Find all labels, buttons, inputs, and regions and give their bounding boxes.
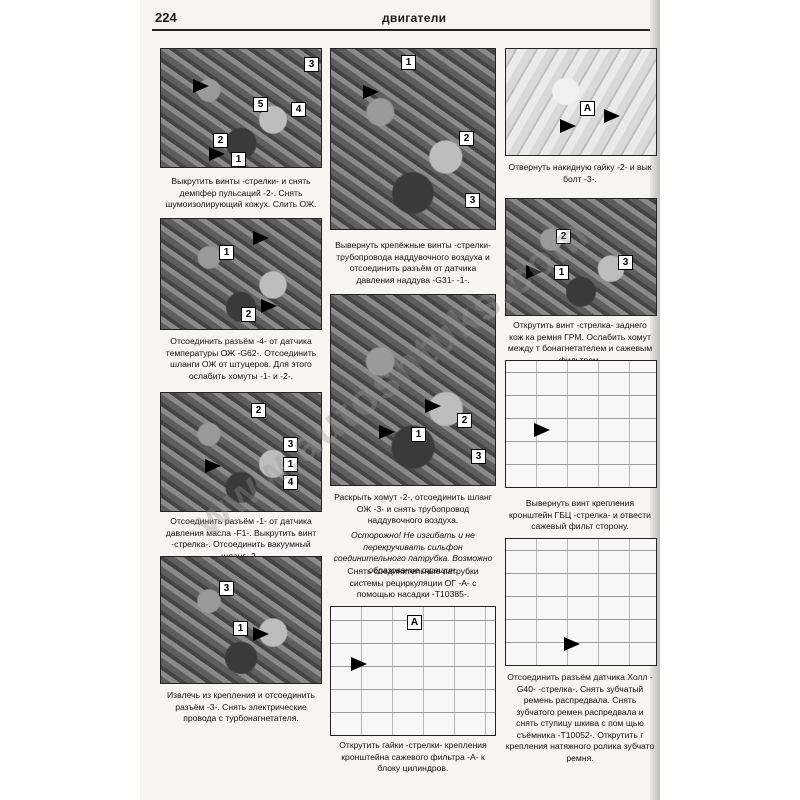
callout: 3 xyxy=(471,449,486,464)
photo-union-nut: A xyxy=(505,48,657,156)
caption: Открутить винт -стрелка- заднего кож ка … xyxy=(507,320,653,365)
caption: Отсоединить разъём -1- от датчика давлен… xyxy=(165,516,317,561)
photo-turbo-connector: 3 1 xyxy=(160,556,322,684)
caption: Отсоединить разъём -4- от датчика темпер… xyxy=(165,336,317,381)
arrow-icon xyxy=(253,627,269,641)
callout: 2 xyxy=(556,229,571,244)
callout: 3 xyxy=(283,437,298,452)
arrow-icon xyxy=(534,423,550,437)
caption: Извлечь из крепления и отсоединить разъё… xyxy=(167,690,315,723)
arrow-icon xyxy=(193,79,209,93)
callout: 4 xyxy=(291,102,306,117)
page-number: 224 xyxy=(155,10,177,25)
arrow-icon xyxy=(205,459,221,473)
header-rule xyxy=(152,29,650,31)
caution-note: Осторожно! Не изгибать и не перекручиват… xyxy=(333,530,493,575)
callout: A xyxy=(407,615,422,630)
photo-egr-pipes: A xyxy=(330,606,496,736)
photo-bracket-bolt xyxy=(505,360,657,488)
caption: Раскрыть хомут -2-, отсоединить шланг ОЖ… xyxy=(334,492,492,525)
callout: 1 xyxy=(283,457,298,472)
arrow-icon xyxy=(564,637,580,651)
caption: Отвернуть накидную гайку -2- и вык болт … xyxy=(508,162,652,184)
callout: A xyxy=(580,101,595,116)
arrow-icon xyxy=(526,265,542,279)
callout: 2 xyxy=(251,403,266,418)
arrow-icon xyxy=(604,109,620,123)
caption: Отсоединить разъём датчика Холл -G40- -с… xyxy=(505,672,655,763)
arrow-icon xyxy=(261,299,277,313)
callout: 2 xyxy=(213,133,228,148)
arrow-icon xyxy=(425,399,441,413)
arrow-icon xyxy=(351,657,367,671)
photo-boost-pipe: 1 2 3 xyxy=(330,48,496,230)
callout: 3 xyxy=(219,581,234,596)
caption: Снять соединительные патрубки системы ре… xyxy=(347,566,479,599)
callout: 1 xyxy=(401,55,416,70)
photo-damper: 3 5 4 2 1 xyxy=(160,48,322,168)
callout: 1 xyxy=(411,427,426,442)
callout: 3 xyxy=(304,57,319,72)
arrow-icon xyxy=(379,425,395,439)
callout: 5 xyxy=(253,97,268,112)
arrow-icon xyxy=(363,85,379,99)
caption: Вывернуть крепёжные винты -стрелки- труб… xyxy=(335,240,491,285)
photo-hall-sensor xyxy=(505,538,657,666)
callout: 1 xyxy=(219,245,234,260)
section-title: двигатели xyxy=(382,11,447,25)
arrow-icon xyxy=(209,147,225,161)
callout: 1 xyxy=(231,152,246,167)
photo-coolant-sensor: 1 2 xyxy=(160,218,322,330)
callout: 3 xyxy=(465,193,480,208)
callout: 4 xyxy=(283,475,298,490)
photo-timing-cover: 2 1 3 xyxy=(505,198,657,316)
arrow-icon xyxy=(560,119,576,133)
callout: 1 xyxy=(233,621,248,636)
photo-oil-pressure-sensor: 2 3 1 4 xyxy=(160,392,322,512)
callout: 1 xyxy=(554,265,569,280)
callout: 2 xyxy=(241,307,256,322)
arrow-icon xyxy=(253,231,269,245)
callout: 3 xyxy=(618,255,633,270)
photo-coolant-hose: 1 2 3 xyxy=(330,294,496,486)
callout: 2 xyxy=(457,413,472,428)
caption: Вывернуть винт крепления кронштейн ГБЦ -… xyxy=(509,498,651,531)
caption: Выкрутить винты -стрелки- и снять демпфе… xyxy=(165,176,317,209)
caption: Открутить гайки -стрелки- крепления крон… xyxy=(339,740,487,773)
callout: 2 xyxy=(459,131,474,146)
